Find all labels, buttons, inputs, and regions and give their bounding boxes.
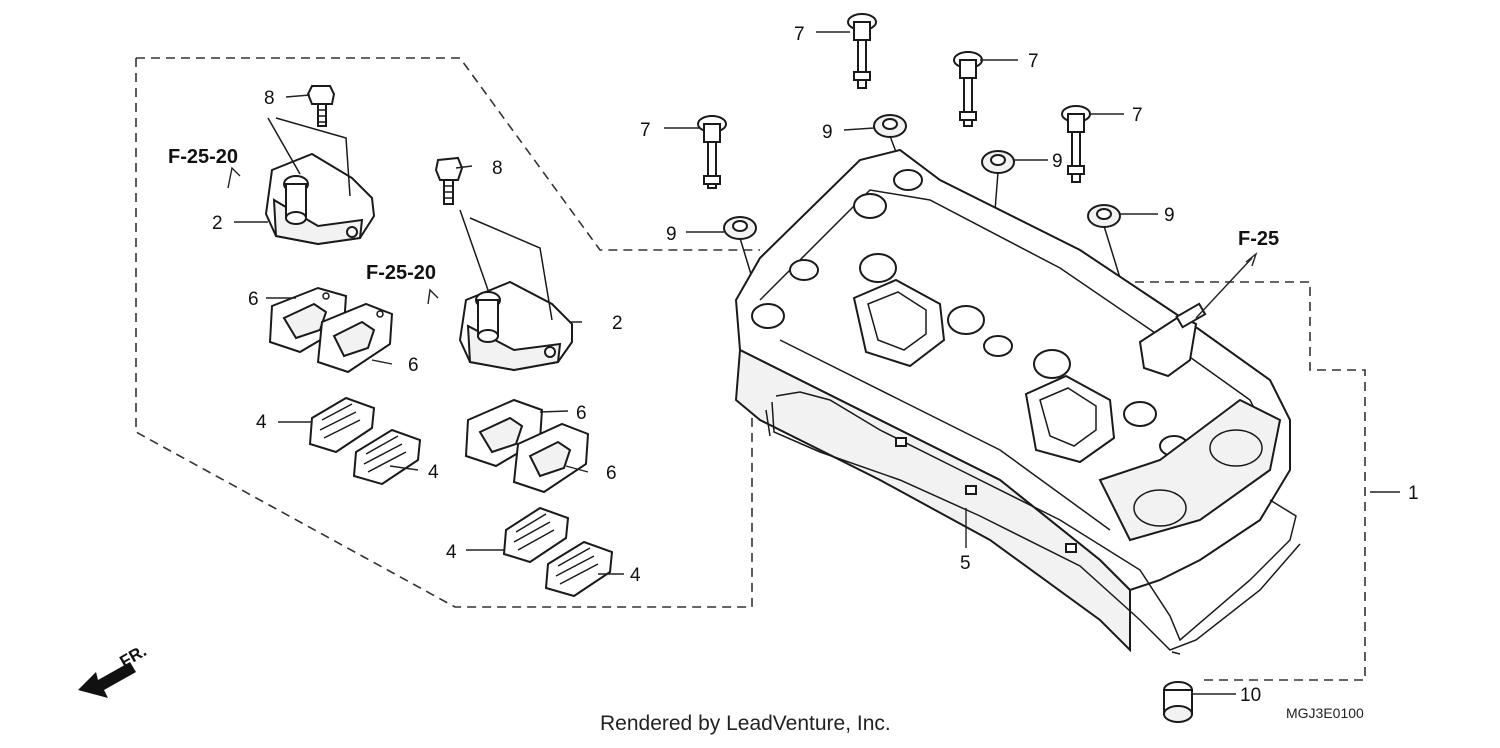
callout-7-d: 7 [1132, 105, 1143, 126]
callout-2-lower: 2 [612, 313, 623, 334]
callout-2-upper: 2 [212, 213, 223, 234]
ref-f-25-20-lower: F-25-20 [366, 262, 436, 284]
callout-6-d: 6 [606, 463, 617, 484]
coil-cover-2-lower [458, 209, 573, 372]
callout-7-c: 7 [1028, 51, 1039, 72]
callout-4-a: 4 [256, 412, 267, 433]
callout-1: 1 [1408, 483, 1419, 504]
leader-lines [227, 31, 1400, 695]
bolt-7-a [697, 115, 727, 189]
ref-arrow-lower [427, 288, 439, 305]
ref-f-25: F-25 [1238, 228, 1279, 250]
ref-f-25-20-upper: F-25-20 [168, 146, 238, 168]
washer-9-c [981, 150, 1015, 174]
callout-9-d: 9 [666, 224, 677, 245]
callout-9-c: 9 [1164, 205, 1175, 226]
callout-5: 5 [960, 553, 971, 574]
contact-pad-4-a [308, 396, 376, 454]
diagram-code: MGJ3E0100 [1286, 705, 1364, 721]
bolt-7-c [953, 51, 983, 127]
cylinder-head-cover-1 [734, 148, 1291, 653]
callout-6-c: 6 [576, 403, 587, 424]
contact-pad-4-d [544, 540, 614, 598]
washer-9-b [873, 114, 907, 138]
bolt-7-b [847, 13, 877, 89]
callout-9-a: 9 [822, 122, 833, 143]
callout-10: 10 [1240, 685, 1261, 706]
callout-9-b: 9 [1052, 151, 1063, 172]
grommet-10 [1163, 681, 1193, 723]
bolt-8-upper [306, 85, 336, 127]
washer-9-a [723, 216, 757, 240]
callout-8-b: 8 [492, 158, 503, 179]
seal-plate-6-b [316, 302, 394, 374]
washer-9-d [1087, 204, 1121, 228]
callout-4-d: 4 [630, 565, 641, 586]
callout-4-c: 4 [446, 542, 457, 563]
seal-plate-6-d [512, 422, 590, 494]
contact-pad-4-b [352, 428, 422, 486]
bolt-7-d [1061, 105, 1091, 183]
front-direction-arrow-icon [78, 662, 136, 698]
coil-cover-2-upper [264, 117, 376, 246]
callout-7-a: 7 [640, 120, 651, 141]
callout-6-b: 6 [408, 355, 419, 376]
callout-8-a: 8 [264, 88, 275, 109]
callout-6-a: 6 [248, 289, 259, 310]
callout-7-b: 7 [794, 24, 805, 45]
callout-4-b: 4 [428, 462, 439, 483]
gasket-5 [765, 391, 1301, 655]
render-credit: Rendered by LeadVenture, Inc. [600, 712, 891, 735]
bolt-8-lower [434, 156, 464, 205]
contact-pad-4-c [502, 506, 570, 564]
